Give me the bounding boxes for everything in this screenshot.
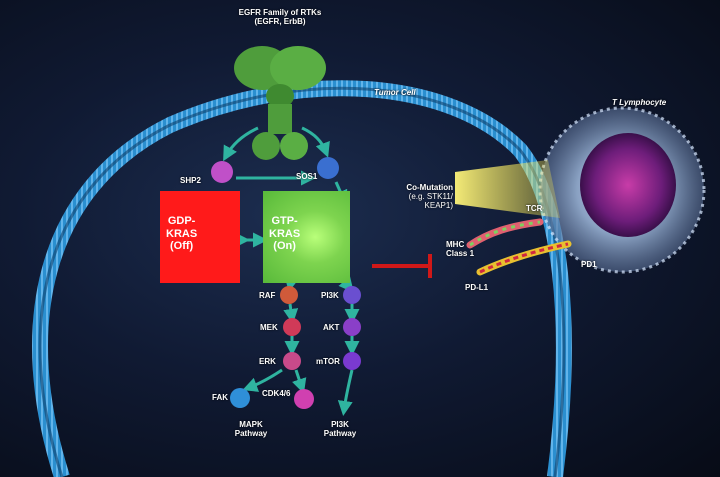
sos1-protein bbox=[317, 157, 339, 179]
raf-label: RAF bbox=[259, 291, 276, 300]
comutation-detail: (e.g. STK11/ KEAP1) bbox=[408, 192, 453, 211]
comutation-label: Co-Mutation (e.g. STK11/ KEAP1) bbox=[383, 183, 453, 211]
mek-label: MEK bbox=[260, 323, 278, 332]
cdk-label: CDK4/6 bbox=[262, 389, 291, 398]
pd1-pdl1-complex bbox=[476, 240, 572, 276]
arrow-erk-cdk bbox=[292, 369, 307, 394]
t-cell-label: T Lymphocyte bbox=[612, 98, 667, 107]
mek-protein bbox=[283, 318, 301, 336]
pd1-label: PD1 bbox=[581, 260, 597, 269]
fak-protein bbox=[230, 388, 250, 408]
pdl1-label: PD-L1 bbox=[465, 283, 489, 292]
pi3k-label: PI3K bbox=[321, 291, 339, 300]
erk-label: ERK bbox=[259, 357, 276, 366]
tcr-label: TCR bbox=[526, 204, 543, 213]
mtor-protein bbox=[343, 352, 361, 370]
arrow-egfr-shp2 bbox=[223, 126, 259, 162]
receptor-title: EGFR Family of RTKs (EGFR, ErbB) bbox=[239, 8, 322, 26]
akt-protein bbox=[343, 318, 361, 336]
shp2-protein bbox=[211, 161, 233, 183]
kras-on-box: GTP- KRAS (On) bbox=[263, 191, 350, 283]
t-lymphocyte bbox=[538, 106, 706, 274]
erk-protein bbox=[283, 352, 301, 370]
tumor-cell-label: Tumor Cell bbox=[374, 88, 416, 97]
receptor-title-text: EGFR Family of RTKs bbox=[238, 8, 322, 17]
mtor-label: mTOR bbox=[316, 357, 340, 366]
kras-off-text: GDP- KRAS (Off) bbox=[166, 215, 198, 253]
comutation-beam bbox=[455, 160, 560, 218]
pi3k-pathway-label: PI3K Pathway bbox=[323, 420, 357, 439]
raf-protein bbox=[280, 286, 298, 304]
akt-label: AKT bbox=[323, 323, 340, 332]
kras-on-text: GTP- KRAS (On) bbox=[269, 215, 301, 253]
arrow-erk-fak bbox=[242, 368, 283, 392]
inhibition-line bbox=[372, 254, 432, 278]
sos1-label: SOS1 bbox=[296, 172, 318, 181]
mhc-tcr-complex bbox=[466, 218, 544, 249]
comutation-title: Co-Mutation bbox=[406, 183, 453, 192]
egfr-receptor bbox=[234, 46, 326, 160]
shp2-label: SHP2 bbox=[180, 176, 201, 185]
cdk-protein bbox=[294, 389, 314, 409]
arrow-egfr-sos1 bbox=[301, 126, 330, 158]
fak-label: FAK bbox=[212, 393, 228, 402]
pi3k-protein bbox=[343, 286, 361, 304]
mhc-label: MHC Class 1 bbox=[446, 240, 475, 259]
arrow-raf-mek bbox=[283, 303, 299, 324]
arrow-mtor-pathway bbox=[337, 369, 354, 416]
receptor-subtitle: (EGFR, ErbB) bbox=[254, 17, 306, 27]
kras-off-box: GDP- KRAS (Off) bbox=[160, 191, 240, 283]
mapk-pathway-label: MAPK Pathway bbox=[234, 420, 268, 439]
